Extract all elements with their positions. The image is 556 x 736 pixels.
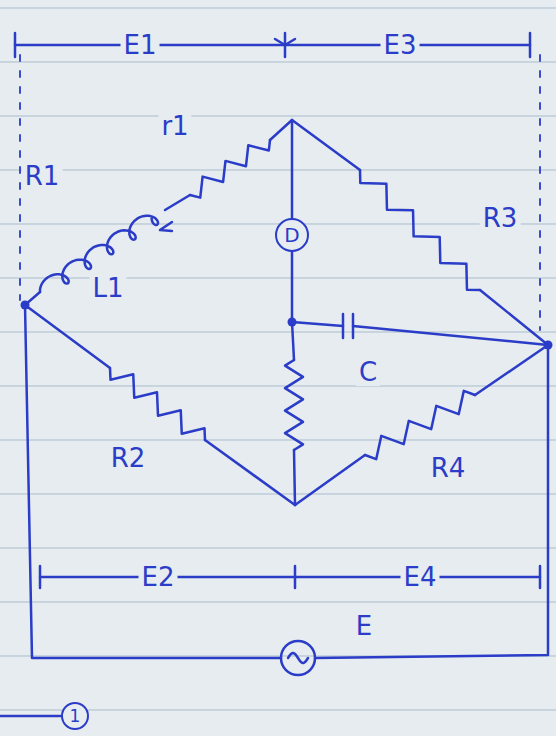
component-label: C	[356, 358, 380, 386]
current-arrow	[160, 222, 172, 231]
dimension-tick	[539, 566, 542, 588]
wire	[292, 322, 294, 360]
resistor-symbol	[360, 170, 480, 290]
wire	[475, 345, 548, 395]
component-label: E	[353, 612, 375, 640]
node-text: D	[284, 225, 299, 245]
node-text: 1	[70, 708, 81, 725]
callout-number: 1	[61, 702, 89, 730]
wire	[291, 120, 294, 218]
dashed-extension	[19, 55, 21, 300]
junction-dot	[544, 341, 553, 350]
component-label: E4	[401, 563, 440, 591]
junction-dot	[288, 318, 297, 327]
dimension-line	[15, 44, 530, 47]
component-label: R3	[480, 204, 521, 232]
component-label: r1	[158, 112, 191, 140]
wire	[292, 322, 343, 326]
resistor-symbol	[190, 140, 270, 198]
component-label: E3	[381, 31, 420, 59]
wire	[295, 455, 365, 505]
component-label: R4	[428, 454, 469, 482]
wire	[25, 305, 281, 658]
wire	[291, 252, 294, 322]
source-wave	[288, 653, 308, 663]
wire	[294, 450, 295, 505]
dimension-tick	[294, 566, 297, 588]
component-label: E1	[121, 31, 160, 59]
source-symbol	[281, 641, 315, 675]
component-label: R1	[22, 162, 63, 190]
dimension-tick	[529, 33, 532, 57]
dimension-tick	[285, 39, 295, 45]
component-label: L1	[89, 274, 126, 302]
dimension-line	[40, 576, 540, 579]
wire	[25, 305, 110, 368]
wire	[353, 326, 548, 345]
wire	[165, 195, 190, 210]
paper-lines	[0, 8, 556, 710]
dimension-tick	[14, 33, 17, 57]
dimension-tick	[275, 39, 285, 45]
resistor-symbol	[365, 391, 475, 459]
dimension-tick	[39, 566, 42, 588]
callout-line	[0, 715, 61, 718]
wire	[205, 440, 295, 505]
detector-circle: D	[275, 218, 309, 252]
capacitor-plate	[342, 314, 345, 338]
wire	[292, 120, 360, 170]
component-label: E2	[139, 563, 178, 591]
junction-dot	[21, 301, 30, 310]
wire	[315, 345, 548, 658]
resistor-symbol	[285, 360, 303, 450]
dashed-extension	[539, 55, 541, 330]
component-label: R2	[108, 444, 149, 472]
wire	[480, 290, 548, 345]
wire	[270, 120, 292, 140]
resistor-symbol	[110, 368, 205, 440]
